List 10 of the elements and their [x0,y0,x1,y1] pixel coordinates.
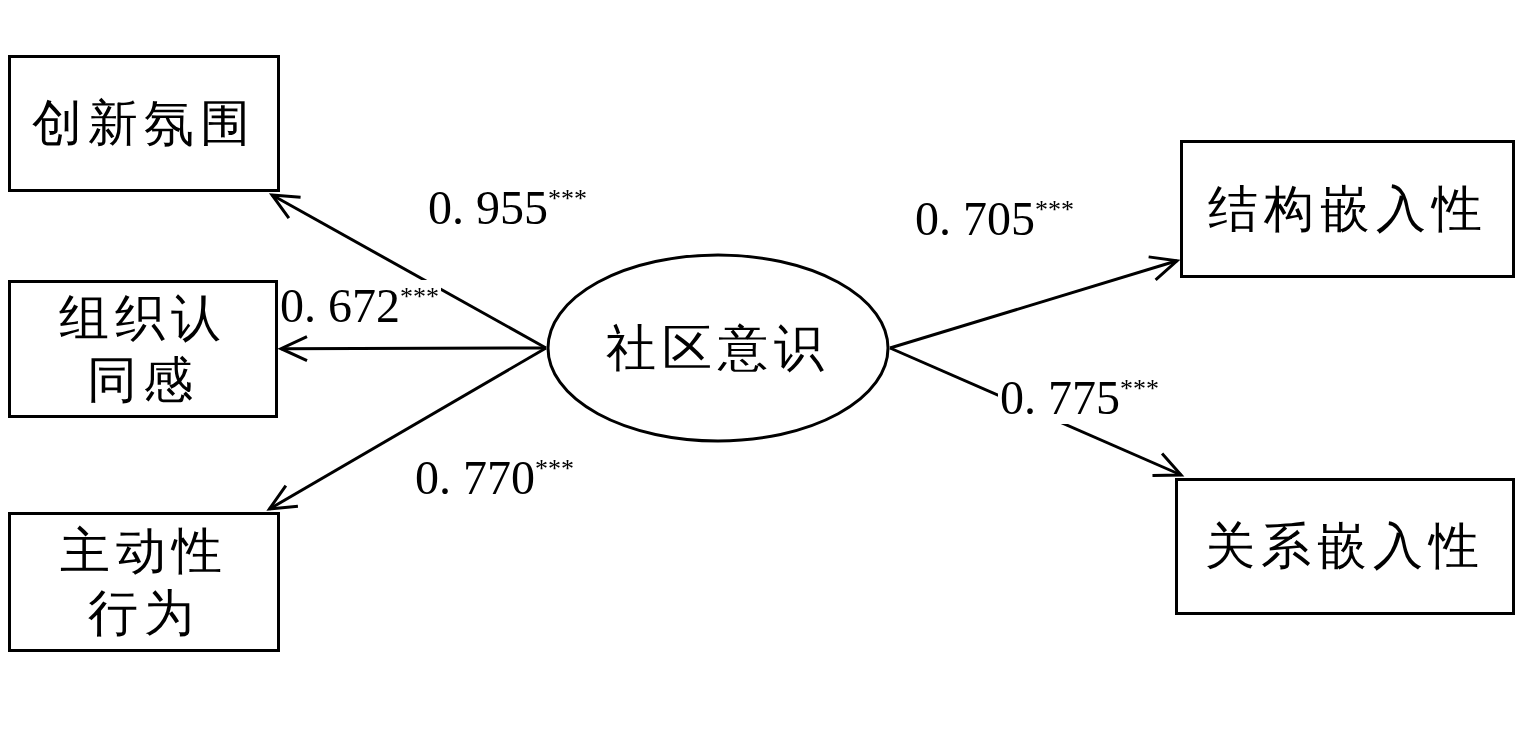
concept-ellipse: 社区意识 [546,253,890,443]
concept-box: 关系嵌入性 [1175,478,1515,615]
concept-box: 创新氛围 [8,55,280,192]
arrow [270,193,547,350]
concept-box: 结构嵌入性 [1180,140,1515,278]
concept-box: 主动性行为 [8,512,280,652]
arrow [267,346,547,511]
concept-box: 组织认同感 [8,280,278,418]
arrow [889,255,1179,350]
arrow [279,335,546,363]
